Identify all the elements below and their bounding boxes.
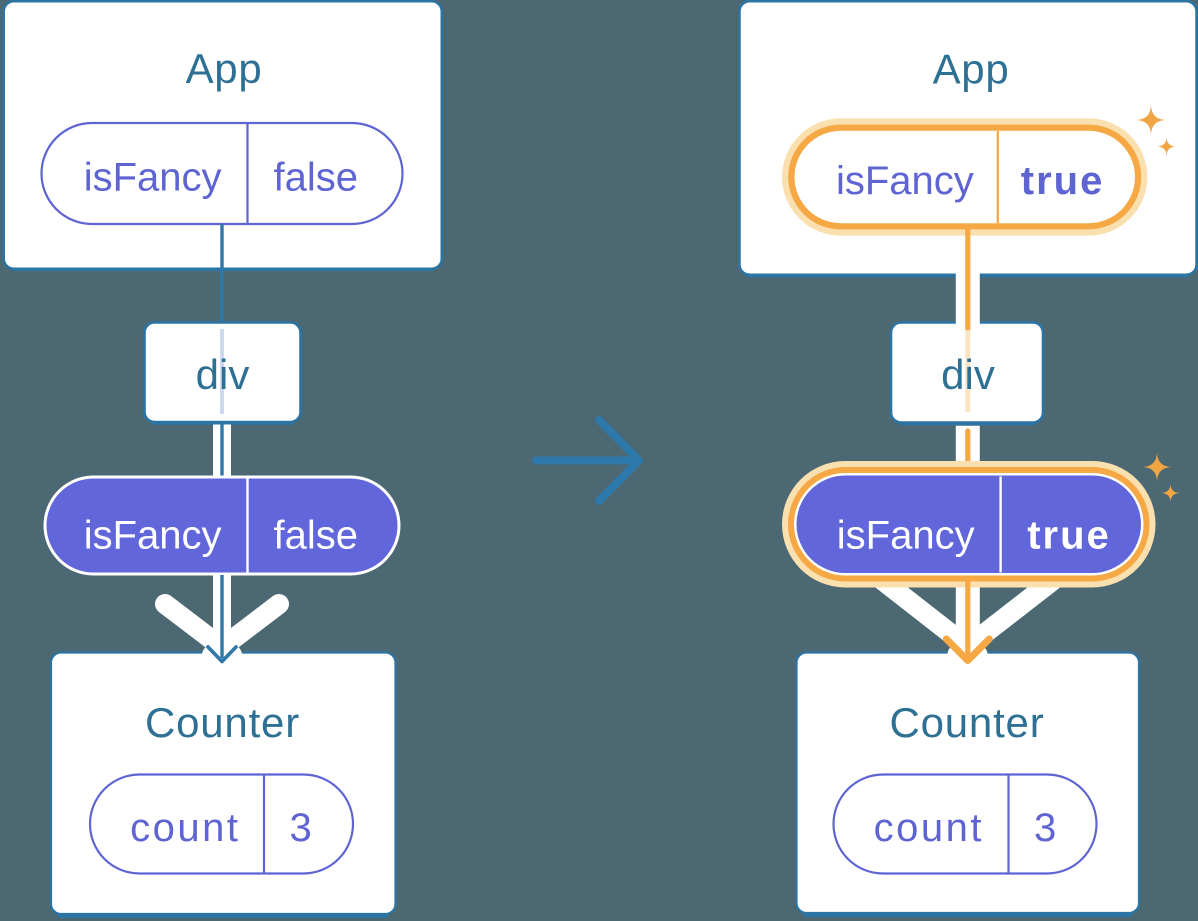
- svg-text:isFancy: isFancy: [836, 159, 974, 203]
- svg-text:div: div: [941, 351, 995, 398]
- svg-text:Counter: Counter: [889, 699, 1044, 746]
- svg-text:count: count: [874, 806, 984, 850]
- svg-text:isFancy: isFancy: [84, 514, 222, 558]
- svg-text:true: true: [1021, 159, 1105, 203]
- svg-text:count: count: [130, 806, 240, 850]
- svg-text:3: 3: [1034, 806, 1056, 850]
- svg-text:false: false: [274, 156, 359, 200]
- svg-text:3: 3: [290, 806, 312, 850]
- svg-text:App: App: [933, 46, 1010, 93]
- svg-text:isFancy: isFancy: [837, 514, 975, 558]
- svg-text:App: App: [186, 45, 263, 92]
- svg-text:true: true: [1027, 514, 1111, 558]
- svg-text:div: div: [196, 351, 250, 398]
- svg-text:isFancy: isFancy: [84, 156, 222, 200]
- svg-text:Counter: Counter: [145, 699, 300, 746]
- svg-text:false: false: [274, 514, 359, 558]
